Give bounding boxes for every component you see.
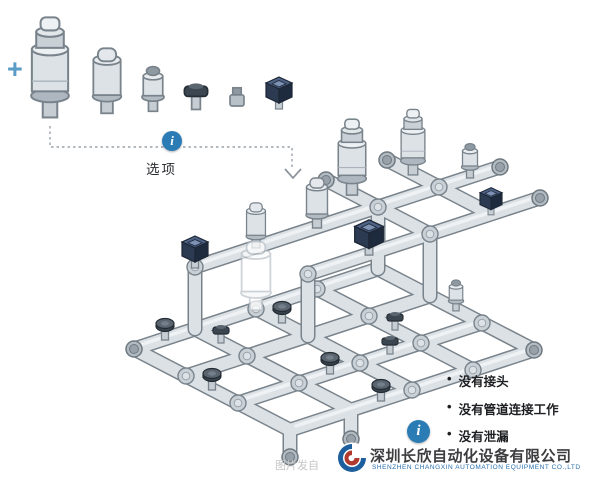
pipe-joint [403, 381, 421, 399]
option-small-valve [141, 65, 165, 113]
benefit-text: 没有泄漏 [458, 430, 509, 444]
company-name-en: SHENZHEN CHANGXIN AUTOMATION EQUIPMENT C… [372, 464, 581, 471]
bullet-icon: • [447, 426, 452, 441]
pipe-end-flange [525, 341, 543, 359]
pipe-joint [369, 198, 387, 216]
company-name-cn: 深圳长欣自动化设备有限公司 [370, 448, 572, 465]
pipe-joint [229, 394, 247, 412]
option-block-valve [265, 76, 293, 110]
option-large-actuator-valve [30, 16, 70, 119]
pipe-joint [473, 314, 491, 332]
options-label: 选项 [146, 162, 177, 177]
benefit-item: • 没有泄漏 [447, 426, 597, 445]
info-icon: i [162, 131, 182, 151]
benefits-list: • 没有接头 • 没有管道连接工作 • 没有泄漏 [447, 371, 597, 454]
benefit-item: • 没有管道连接工作 [447, 399, 597, 418]
bullet-icon: • [447, 398, 452, 414]
pipe-joint [351, 354, 369, 372]
pipe-joint [421, 225, 439, 243]
pipe-joint [177, 367, 195, 385]
option-handle-valve [183, 82, 209, 111]
option-fitting [229, 86, 245, 107]
benefit-text: 没有接头 [458, 375, 509, 389]
valve-options-row [30, 16, 293, 119]
pipe-end-flange [531, 189, 549, 207]
info-glyph: i [416, 423, 421, 439]
company-logo [336, 442, 368, 474]
info-glyph: i [170, 133, 174, 148]
arrow-down-icon [284, 168, 302, 180]
pipe-end-flange [491, 158, 509, 176]
pipe-end-flange [378, 151, 396, 169]
pipe-end-flange [125, 340, 143, 358]
pipe-joint [430, 178, 448, 196]
info-icon: i [407, 420, 430, 443]
benefit-text: 没有管道连接工作 [458, 402, 559, 417]
bullet-icon: • [447, 371, 452, 386]
pipe-joint [360, 307, 378, 325]
pipe-joint [238, 347, 256, 365]
benefit-item: • 没有接头 [447, 371, 597, 390]
option-medium-valve [91, 47, 123, 115]
plus-icon: + [7, 54, 23, 84]
image-watermark: 图片发自 [275, 460, 319, 472]
pipe-joint [299, 265, 317, 283]
pipe-joint [290, 374, 308, 392]
pipe-joint [412, 334, 430, 352]
options-connector [49, 126, 302, 180]
